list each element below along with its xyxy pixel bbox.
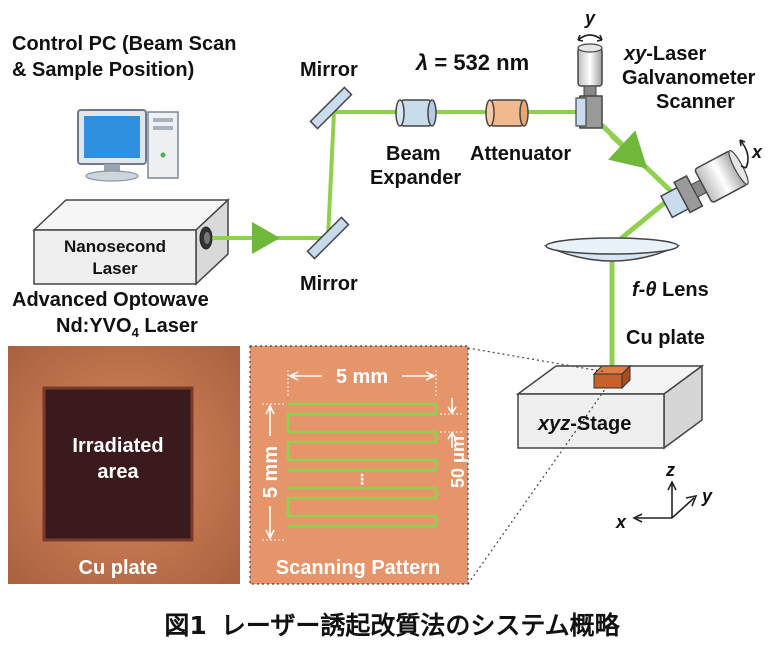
attenuator	[485, 99, 529, 127]
rotation-arrow-icon	[739, 139, 749, 169]
pattern-height-label: 5 mm	[260, 446, 282, 498]
coordinate-axes	[632, 480, 698, 523]
cu-plate-photo	[8, 346, 240, 584]
axis-x-label: x	[615, 512, 627, 532]
mirror-top	[309, 86, 353, 130]
photo-cu-plate-label: Cu plate	[79, 557, 158, 579]
irradiated-area-label-line1: Irradiated	[72, 435, 163, 457]
rotation-arrow-icon	[577, 34, 603, 42]
scanner-y-axis-label: y	[584, 8, 596, 28]
wavelength-label: λ = 532 nm	[415, 50, 529, 75]
scanner-label-line3: Scanner	[656, 91, 735, 113]
beam-expander-label-line1: Beam	[386, 143, 440, 165]
computer-icon	[77, 109, 179, 182]
laser-model-line1: Advanced Optowave	[12, 289, 209, 311]
axis-y-label: y	[701, 486, 713, 506]
scanning-pattern-panel	[249, 345, 469, 585]
nanosecond-laser-box	[32, 198, 230, 286]
f-theta-lens	[543, 237, 681, 262]
scanning-pattern-title: Scanning Pattern	[276, 557, 440, 579]
scanner-label-line2: Galvanometer	[622, 67, 756, 89]
xyz-stage	[515, 364, 705, 450]
cu-plate-sample	[592, 364, 632, 390]
laser-model-line2: Nd:YVO4 Laser	[56, 315, 198, 340]
scanner-x-axis-label: x	[751, 142, 763, 162]
beam-expander	[395, 99, 437, 127]
mirror-bottom-label: Mirror	[300, 273, 358, 295]
control-pc-label-line1: Control PC (Beam Scan	[12, 33, 236, 55]
axis-z-label: z	[665, 460, 675, 480]
mirror-top-label: Mirror	[300, 59, 358, 81]
f-theta-lens-label: f-θ Lens	[632, 279, 709, 301]
mirror-bottom	[306, 216, 350, 260]
galvo-y-motor	[575, 43, 603, 129]
pattern-continuation-dots: ⋮	[355, 471, 369, 487]
laser-box-label-line2: Laser	[92, 259, 138, 278]
pattern-width-label: 5 mm	[336, 366, 388, 388]
beam-expander-label-line2: Expander	[370, 167, 461, 189]
cu-plate-top-label: Cu plate	[626, 327, 705, 349]
laser-beam-path	[212, 109, 677, 369]
galvo-x-motor	[660, 149, 749, 219]
xyz-stage-label: xyz-Stage	[537, 413, 631, 435]
scanner-label-line1: xy-Laser	[623, 43, 706, 65]
control-pc-label-line2: & Sample Position)	[12, 59, 194, 81]
attenuator-label: Attenuator	[470, 143, 571, 165]
laser-box-label-line1: Nanosecond	[64, 237, 166, 256]
zoom-guide-lines	[467, 347, 607, 585]
pattern-pitch-label: 50 μm	[448, 436, 468, 488]
irradiated-area-label-line2: area	[97, 461, 139, 483]
